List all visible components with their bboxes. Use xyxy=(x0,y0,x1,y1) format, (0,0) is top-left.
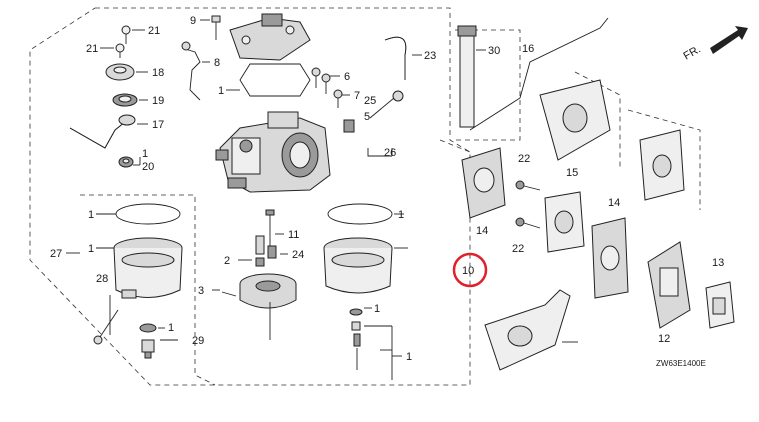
gasket-group-boundary-a xyxy=(455,29,521,141)
tube-30 xyxy=(457,25,486,128)
callout-22-lower: 22 xyxy=(512,243,524,255)
callout-27: 27 xyxy=(50,248,62,260)
drain-stack-right xyxy=(349,307,402,380)
screw-21-top xyxy=(121,25,145,44)
front-direction-arrow-icon xyxy=(710,26,748,54)
callout-1-d: 1 xyxy=(88,243,94,255)
float-3 xyxy=(212,273,297,309)
gasket-15 xyxy=(544,191,585,253)
callout-5: 5 xyxy=(364,111,370,123)
screws-7 xyxy=(333,89,350,108)
callout-21-lower: 21 xyxy=(86,43,98,55)
main-assembly-boundary xyxy=(29,7,471,386)
insulator-12 xyxy=(647,241,691,329)
jet-set-2-24 xyxy=(238,235,288,267)
insulator-plate-far-right xyxy=(639,129,685,201)
callout-1-b: 1 xyxy=(218,85,224,97)
bolt-22-upper xyxy=(515,180,541,191)
callout-19: 19 xyxy=(152,95,164,107)
mount-plate-bottom xyxy=(484,289,578,371)
callout-13: 13 xyxy=(712,257,724,269)
callout-1-h: 1 xyxy=(406,351,412,363)
screws-6 xyxy=(311,67,340,94)
gasket-group-boundary-c xyxy=(627,109,701,210)
callout-7: 7 xyxy=(354,90,360,102)
screw-9 xyxy=(200,15,221,40)
bolt-22-lower xyxy=(515,217,541,229)
callout-1-c: 1 xyxy=(88,209,94,221)
breather-hose-23 xyxy=(384,36,422,80)
control-rod-16 xyxy=(469,17,609,131)
callout-28: 28 xyxy=(96,273,108,285)
throttle-lever-8 xyxy=(181,41,210,101)
float-bowl-left xyxy=(66,203,183,299)
seal-19 xyxy=(112,93,148,107)
direction-label: FR. xyxy=(682,43,703,62)
float-bowl-right xyxy=(323,203,408,294)
callout-29: 29 xyxy=(192,335,204,347)
callout-18: 18 xyxy=(152,67,164,79)
valve-18 xyxy=(105,63,148,81)
callout-22-upper: 22 xyxy=(518,153,530,165)
callout-2: 2 xyxy=(224,255,230,267)
pilot-screw-25 xyxy=(343,90,404,133)
nut-20 xyxy=(118,156,141,168)
callout-1-e: 1 xyxy=(168,322,174,334)
callout-23: 23 xyxy=(424,50,436,62)
callout-10-highlight xyxy=(452,252,488,288)
callout-25: 25 xyxy=(364,95,376,107)
cover-gasket xyxy=(226,63,311,97)
callout-24: 24 xyxy=(292,249,304,261)
bracket-26 xyxy=(367,148,393,157)
callout-1-f: 1 xyxy=(398,209,404,221)
insulator-plate-upper xyxy=(539,79,611,161)
callout-8: 8 xyxy=(214,57,220,69)
gasket-14-left xyxy=(461,147,506,219)
gasket-group-boundary-b xyxy=(574,71,621,170)
callout-12: 12 xyxy=(658,333,670,345)
callout-21-top: 21 xyxy=(148,25,160,37)
main-jet-11 xyxy=(265,209,284,246)
bowl-group-right-boundary xyxy=(439,139,471,153)
gasket-13 xyxy=(705,281,735,329)
callout-6: 6 xyxy=(344,71,350,83)
callout-16: 16 xyxy=(522,43,534,55)
callout-30: 30 xyxy=(488,45,500,57)
callout-20: 20 xyxy=(142,161,154,173)
lever-17 xyxy=(69,114,148,149)
callout-3: 3 xyxy=(198,285,204,297)
screw-28 xyxy=(93,295,119,345)
callout-1-a: 1 xyxy=(142,148,148,160)
callout-9: 9 xyxy=(190,15,196,27)
callout-11: 11 xyxy=(288,229,299,241)
screw-21-lower xyxy=(100,43,125,58)
carb-cover-top xyxy=(229,13,311,61)
diagram-code: ZW63E1400E xyxy=(656,359,706,368)
gasket-14-right xyxy=(591,217,629,299)
drain-screw-29 xyxy=(139,323,178,359)
callout-10: 10 xyxy=(462,265,474,277)
callout-1-g: 1 xyxy=(374,303,380,315)
callout-14-right: 14 xyxy=(608,197,620,209)
bowl-group-left-boundary xyxy=(80,194,216,386)
callout-14-left: 14 xyxy=(476,225,488,237)
callout-15: 15 xyxy=(566,167,578,179)
carburetor-body xyxy=(215,111,331,193)
callout-17: 17 xyxy=(152,119,164,131)
callout-26: 26 xyxy=(384,147,396,159)
